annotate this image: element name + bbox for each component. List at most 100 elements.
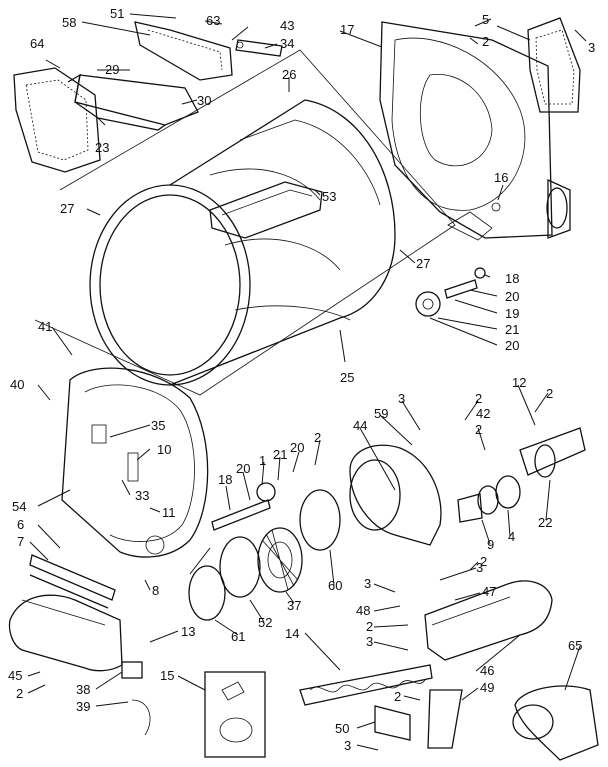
callout-20-left-b: 20 [290, 440, 304, 455]
callout-labels: 51 58 64 63 43 34 29 30 23 26 17 5 2 3 1… [8, 6, 595, 753]
callout-8: 8 [152, 583, 159, 598]
callout-43: 43 [280, 18, 294, 33]
toe-panel-part [8, 594, 123, 672]
callout-51: 51 [110, 6, 124, 21]
shield-part [374, 705, 411, 741]
callout-9: 9 [487, 537, 494, 552]
callout-20-left-a: 20 [236, 461, 250, 476]
callout-15: 15 [160, 668, 174, 683]
callout-12: 12 [512, 375, 526, 390]
impeller-part [257, 527, 303, 593]
callout-20-right-b: 20 [505, 338, 519, 353]
callout-21-right: 21 [505, 322, 519, 337]
blower-housing-part [349, 444, 442, 546]
callout-27-right: 27 [416, 256, 430, 271]
callout-22: 22 [538, 515, 552, 530]
callout-2-mid-c: 2 [475, 422, 482, 437]
rear-bulkhead-part [379, 21, 553, 241]
callout-59: 59 [374, 406, 388, 421]
callout-35: 35 [151, 418, 165, 433]
callout-13: 13 [181, 624, 195, 639]
callout-2-mid-f: 2 [366, 619, 373, 634]
callout-2-low-b: 2 [394, 689, 401, 704]
callout-29: 29 [105, 62, 119, 77]
callout-33: 33 [135, 488, 149, 503]
exhaust-tube-part [457, 427, 586, 523]
callout-58: 58 [62, 15, 76, 30]
drum-part [89, 99, 396, 386]
callout-63: 63 [206, 13, 220, 28]
leader-lines [27, 13, 587, 751]
callout-5: 5 [482, 12, 489, 27]
callout-25: 25 [340, 370, 354, 385]
callout-50: 50 [335, 721, 349, 736]
lint-filter-part [13, 67, 101, 173]
callout-20-right-a: 20 [505, 289, 519, 304]
callout-11: 11 [162, 505, 176, 520]
front-seal-part [188, 565, 226, 621]
callout-30: 30 [197, 93, 211, 108]
callout-38: 38 [76, 682, 90, 697]
callout-14: 14 [285, 626, 299, 641]
bearing-assembly-part [211, 482, 276, 531]
callout-18-left: 18 [218, 472, 232, 487]
callout-45: 45 [8, 668, 22, 683]
callout-46: 46 [480, 663, 494, 678]
element-bracket-part [427, 689, 463, 749]
callout-2-mid-b: 2 [475, 391, 482, 406]
callout-10: 10 [157, 442, 171, 457]
rear-duct-part [546, 178, 571, 239]
callout-34: 34 [280, 36, 294, 51]
callout-6: 6 [17, 517, 24, 532]
callout-2-mid-e: 2 [480, 554, 487, 569]
rear-bearing-part [415, 267, 486, 317]
callout-17: 17 [340, 22, 354, 37]
bearing-housing-part [219, 536, 261, 598]
seal-part [299, 489, 341, 551]
callout-16: 16 [494, 170, 508, 185]
callout-48: 48 [356, 603, 370, 618]
callout-60: 60 [328, 578, 342, 593]
fuse-kit-part [204, 671, 266, 758]
callout-64: 64 [30, 36, 44, 51]
callout-42: 42 [476, 406, 490, 421]
callout-2-mid-d: 2 [546, 386, 553, 401]
terminal-block-part [121, 661, 151, 736]
callout-19: 19 [505, 306, 519, 321]
callout-53: 53 [322, 189, 336, 204]
callout-41: 41 [38, 319, 52, 334]
callout-1: 1 [259, 453, 266, 468]
baffle-part [209, 181, 323, 239]
callout-2-low-a: 2 [16, 686, 23, 701]
callout-3-low: 3 [344, 738, 351, 753]
heating-element-part [299, 664, 433, 706]
callout-54: 54 [12, 499, 26, 514]
bracket-part [235, 39, 283, 57]
callout-26: 26 [282, 67, 296, 82]
callout-2-mid-a: 2 [314, 430, 321, 445]
callout-37: 37 [287, 598, 301, 613]
callout-52: 52 [258, 615, 272, 630]
callout-2-top: 2 [482, 34, 489, 49]
callout-3-mid-d: 3 [366, 634, 373, 649]
duct-elbow-part [512, 685, 599, 761]
top-duct-part [134, 21, 233, 81]
front-bulkhead-part [61, 367, 209, 558]
callout-47: 47 [482, 584, 496, 599]
callout-7: 7 [17, 534, 24, 549]
callout-27-left: 27 [60, 201, 74, 216]
callout-3-top: 3 [588, 40, 595, 55]
callout-44: 44 [353, 418, 367, 433]
heater-housing-part [424, 580, 553, 661]
callout-39: 39 [76, 699, 90, 714]
callout-18-right: 18 [505, 271, 519, 286]
callout-49: 49 [480, 680, 494, 695]
exhaust-grille-part [527, 17, 581, 113]
callout-3-mid-b: 3 [476, 560, 483, 575]
lint-housing-part [67, 73, 199, 131]
callout-65: 65 [568, 638, 582, 653]
callout-3-mid-a: 3 [398, 391, 405, 406]
front-rail-part [29, 554, 116, 609]
callout-23: 23 [95, 140, 109, 155]
